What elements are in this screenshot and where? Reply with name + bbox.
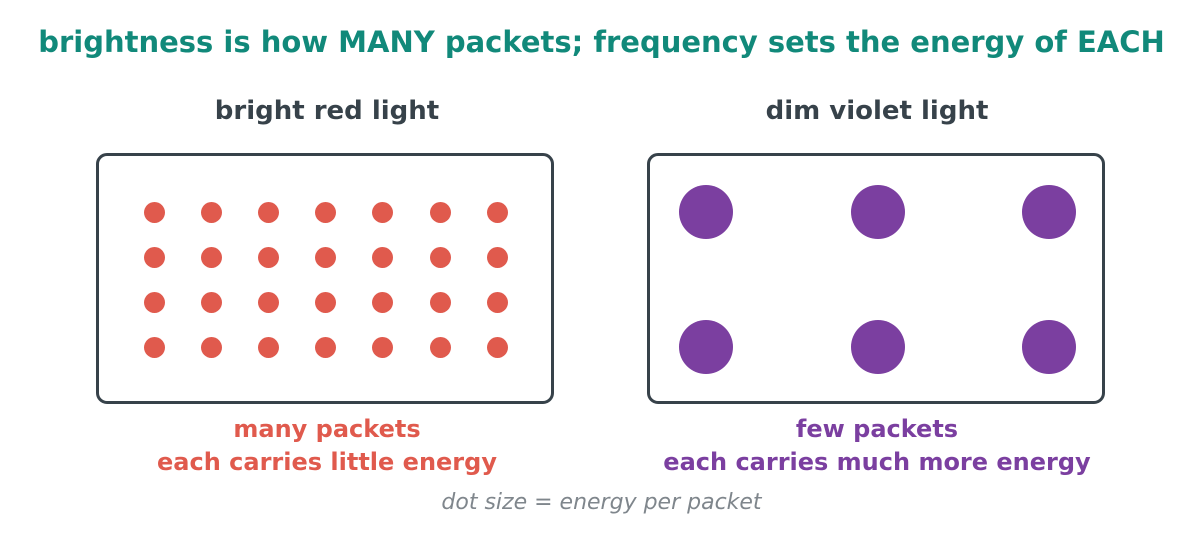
red-packet-dot <box>143 336 165 358</box>
red-packet-dot <box>486 291 508 313</box>
red-packet-dot <box>372 201 394 223</box>
red-packet-dot <box>200 291 222 313</box>
red-packet-dot <box>429 201 451 223</box>
red-caption-count: many packets <box>233 415 421 443</box>
red-packet-dot <box>257 246 279 268</box>
violet-packet-dot <box>850 320 905 374</box>
red-packet-dot <box>429 336 451 358</box>
red-light-box <box>96 153 554 404</box>
red-packet-dot <box>315 246 337 268</box>
violet-panel-heading: dim violet light <box>765 96 989 126</box>
red-packet-dot <box>200 201 222 223</box>
red-packet-dot <box>372 246 394 268</box>
violet-caption-energy: each carries much more energy <box>663 448 1091 476</box>
red-packet-dot <box>315 336 337 358</box>
violet-light-box <box>647 153 1105 404</box>
red-packet-dot <box>315 291 337 313</box>
violet-packet-dot <box>679 185 733 239</box>
violet-packet-dot <box>1022 320 1076 374</box>
violet-packet-dot <box>679 320 733 374</box>
diagram-title: brightness is how MANY packets; frequenc… <box>38 25 1165 59</box>
violet-packet-dot <box>850 185 905 239</box>
red-packet-dot <box>257 291 279 313</box>
red-packet-dot <box>200 246 222 268</box>
violet-caption-count: few packets <box>795 415 959 443</box>
red-packet-dot <box>257 201 279 223</box>
red-packet-dot <box>143 291 165 313</box>
red-packet-dot <box>200 336 222 358</box>
red-packet-dot <box>143 201 165 223</box>
red-packet-dot <box>429 291 451 313</box>
red-packet-dot <box>315 201 337 223</box>
red-packet-dot <box>372 291 394 313</box>
red-packet-dot <box>372 336 394 358</box>
red-packet-dot <box>486 246 508 268</box>
violet-packet-dot <box>1022 185 1076 239</box>
red-packet-dot <box>429 246 451 268</box>
red-packet-dot <box>486 201 508 223</box>
red-caption-energy: each carries little energy <box>157 448 497 476</box>
red-packet-dot <box>486 336 508 358</box>
red-panel-heading: bright red light <box>214 96 440 126</box>
footnote: dot size = energy per packet <box>441 490 762 515</box>
red-packet-dot <box>257 336 279 358</box>
red-packet-dot <box>143 246 165 268</box>
